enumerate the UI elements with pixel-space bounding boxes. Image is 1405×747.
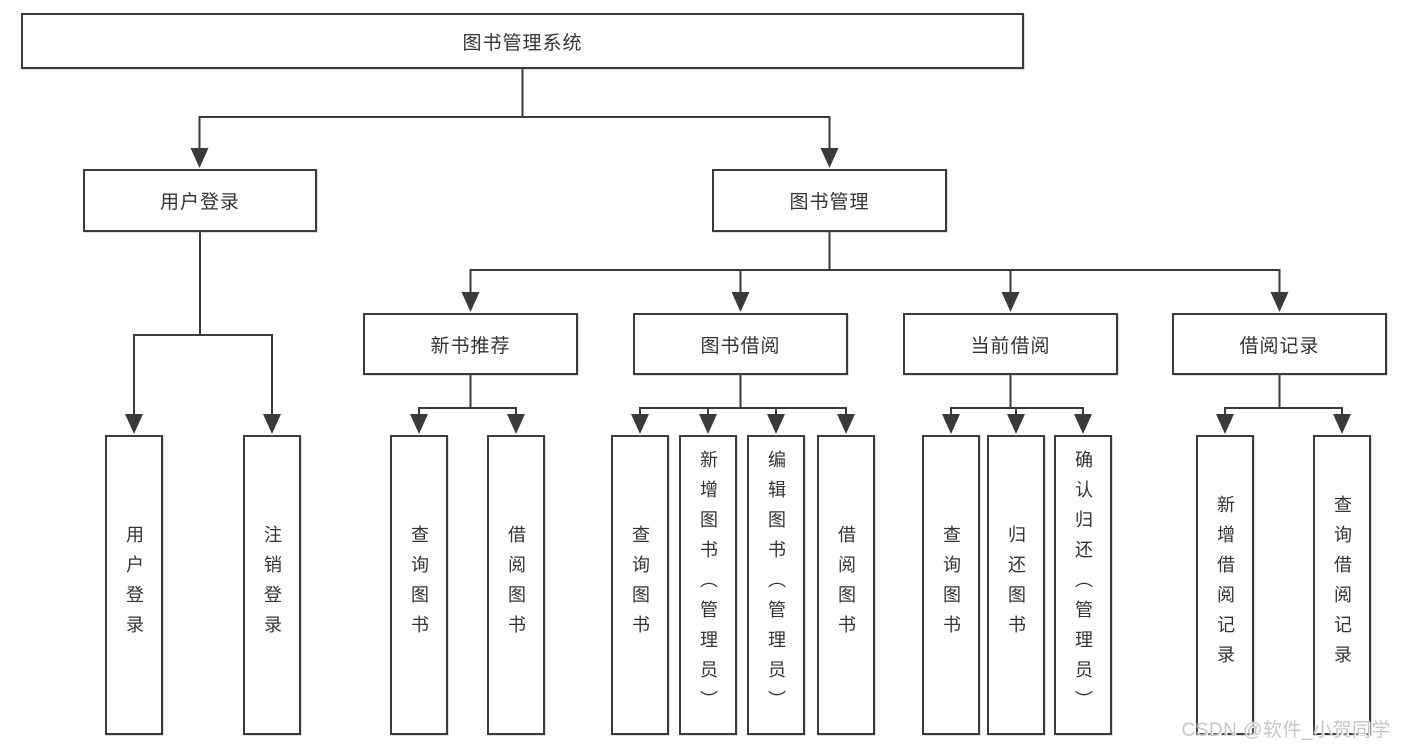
node-leaf-current-query: 查询图书 [922,435,980,735]
node-leaf-records-add-label: 新增借阅记录 [1215,495,1235,675]
node-leaf-records-query: 查询借阅记录 [1313,435,1371,735]
node-book-borrow: 图书借阅 [633,313,848,375]
node-current-borrow-label: 当前借阅 [970,335,1051,357]
node-leaf-borrow-edit-admin-label: 编辑图书（管理员） [766,450,786,720]
node-user-login-label: 用户登录 [159,192,240,213]
node-book-management-label: 图书管理 [789,192,870,213]
node-leaf-newbook-query-label: 查询图书 [409,525,429,645]
node-leaf-logout: 注销登录 [243,435,301,735]
node-leaf-borrow-query: 查询图书 [611,435,669,735]
node-leaf-user-login-label: 用户登录 [124,525,144,645]
node-new-book-recommend: 新书推荐 [363,313,578,375]
node-leaf-newbook-query: 查询图书 [390,435,448,735]
node-leaf-current-return-label: 归还图书 [1006,525,1026,645]
node-leaf-borrow-query-label: 查询图书 [630,525,650,645]
node-current-borrow: 当前借阅 [903,313,1118,375]
node-leaf-borrow-borrow-label: 借阅图书 [836,525,856,645]
node-leaf-borrow-add-admin-label: 新增图书（管理员） [698,450,718,720]
node-leaf-borrow-borrow: 借阅图书 [817,435,875,735]
node-root-label: 图书管理系统 [462,32,583,54]
node-leaf-current-query-label: 查询图书 [941,525,961,645]
node-book-borrow-label: 图书借阅 [700,335,781,357]
node-leaf-records-query-label: 查询借阅记录 [1332,495,1352,675]
node-root: 图书管理系统 [21,13,1024,69]
node-leaf-borrow-add-admin: 新增图书（管理员） [679,435,737,735]
node-borrow-records-label: 借阅记录 [1239,335,1320,357]
node-leaf-records-add: 新增借阅记录 [1196,435,1254,735]
node-borrow-records: 借阅记录 [1172,313,1387,375]
node-leaf-newbook-borrow: 借阅图书 [487,435,545,735]
node-leaf-newbook-borrow-label: 借阅图书 [506,525,526,645]
node-leaf-user-login: 用户登录 [105,435,163,735]
node-book-management: 图书管理 [712,169,947,232]
node-leaf-logout-label: 注销登录 [262,525,282,645]
node-leaf-current-confirm-admin-label: 确认归还（管理员） [1073,450,1093,720]
csdn-watermark: CSDN @软件_小贺同学 [1181,720,1391,741]
node-user-login: 用户登录 [83,169,317,232]
node-leaf-current-return: 归还图书 [987,435,1045,735]
node-leaf-borrow-edit-admin: 编辑图书（管理员） [747,435,805,735]
node-new-book-recommend-label: 新书推荐 [430,335,511,357]
node-leaf-current-confirm-admin: 确认归还（管理员） [1054,435,1112,735]
